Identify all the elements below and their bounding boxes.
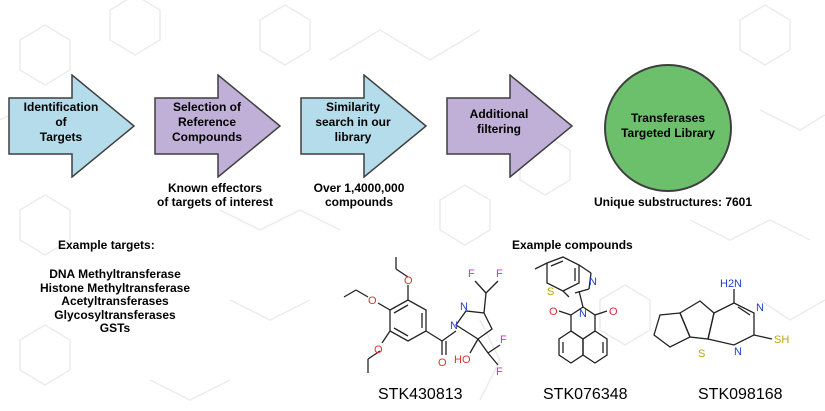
step-3-line-1: Similarity [325,100,381,114]
step-1-line-3: Targets [39,130,83,144]
effectors-line-2: of targets of interest [156,195,273,209]
compounds-count-line-1: Over 1,4000,000 [313,181,405,195]
goal-line-1: Transferases [630,111,706,125]
atom-fluorine: F [496,366,503,378]
stk098168-structure: H2N S N N SH [653,278,789,360]
atom-oxygen: O [609,306,618,318]
arrow-shape [8,74,136,178]
step-selection-arrow: Selection of Reference Compounds [154,74,282,178]
arrow-shape [154,74,282,178]
example-targets-heading: Example targets: [58,238,155,252]
compounds-count-note: Over 1,4000,000 compounds [294,181,424,209]
library-goal-label: Transferases Targeted Library [606,111,730,141]
compounds-count-line-2: compounds [325,195,393,209]
substructures-note: Unique substructures: 7601 [578,195,768,209]
step-1-line-1: Identification [23,100,99,114]
step-2-line-2: Reference [177,115,237,129]
atom-nitrogen: N [589,276,597,288]
target-item: DNA Methyltransferase [49,267,181,281]
atom-hydroxyl: HO [454,354,471,366]
step-filtering-arrow: Additional filtering [446,74,574,178]
step-2-line-3: Compounds [172,130,242,144]
library-goal-circle: Transferases Targeted Library [604,64,732,192]
atom-sulfur: S [547,286,554,298]
step-3-line-3: library [334,130,372,144]
atom-oxygen: O [374,344,383,356]
atom-nitrogen: N [756,302,764,314]
compound-id-stk076348: STK076348 [543,386,628,403]
effectors-note: Known effectors of targets of interest [140,181,290,209]
atom-oxygen: O [549,306,558,318]
atom-amine: H2N [720,278,742,290]
atom-fluorine: F [468,268,475,280]
step-2-line-1: Selection of [172,100,241,114]
arrow-shape [446,74,574,178]
step-similarity-label: Similarity search in our library [304,100,402,145]
atom-fluorine: F [496,268,503,280]
step-filtering-label: Additional filtering [450,107,548,137]
step-1-line-2: of [55,115,67,129]
step-4-line-2: filtering [477,122,521,136]
step-identification-arrow: Identification of Targets [8,74,136,178]
effectors-line-1: Known effectors [167,181,262,195]
atom-nitrogen: N [460,301,468,313]
example-compounds-heading: Example compounds [512,238,633,252]
substructures-text: Unique substructures: 7601 [593,195,753,209]
step-similarity-arrow: Similarity search in our library [300,74,428,178]
atom-nitrogen: N [450,320,458,332]
compound-id-stk098168: STK098168 [698,386,783,403]
atom-oxygen: O [404,275,413,287]
target-item: Glycosyltransferases [54,307,176,322]
step-selection-label: Selection of Reference Compounds [158,100,256,145]
compound-id-stk430813: STK430813 [378,386,463,403]
step-4-line-1: Additional [469,107,529,121]
target-item: Histone Methyltransferase [39,280,191,295]
arrow-shape [300,74,428,178]
atom-nitrogen: N [734,346,742,358]
example-targets-list: DNA Methyltransferase Histone Methyltran… [20,267,210,336]
atom-thiol: SH [774,334,789,346]
target-item: GSTs [99,321,131,335]
step-identification-label: Identification of Targets [12,100,110,145]
stk430813-structure: O O O O N N F F F F HO [343,257,507,378]
atom-fluorine: F [500,334,507,346]
atom-oxygen: O [438,357,447,369]
stk076348-structure: S N N O O [534,256,618,364]
goal-line-2: Targeted Library [621,126,715,140]
step-3-line-2: search in our [315,115,391,129]
atom-nitrogen: N [579,308,587,320]
target-item: Acetyltransferases [61,294,169,308]
atom-sulfur: S [698,348,705,360]
atom-oxygen: O [368,295,377,307]
